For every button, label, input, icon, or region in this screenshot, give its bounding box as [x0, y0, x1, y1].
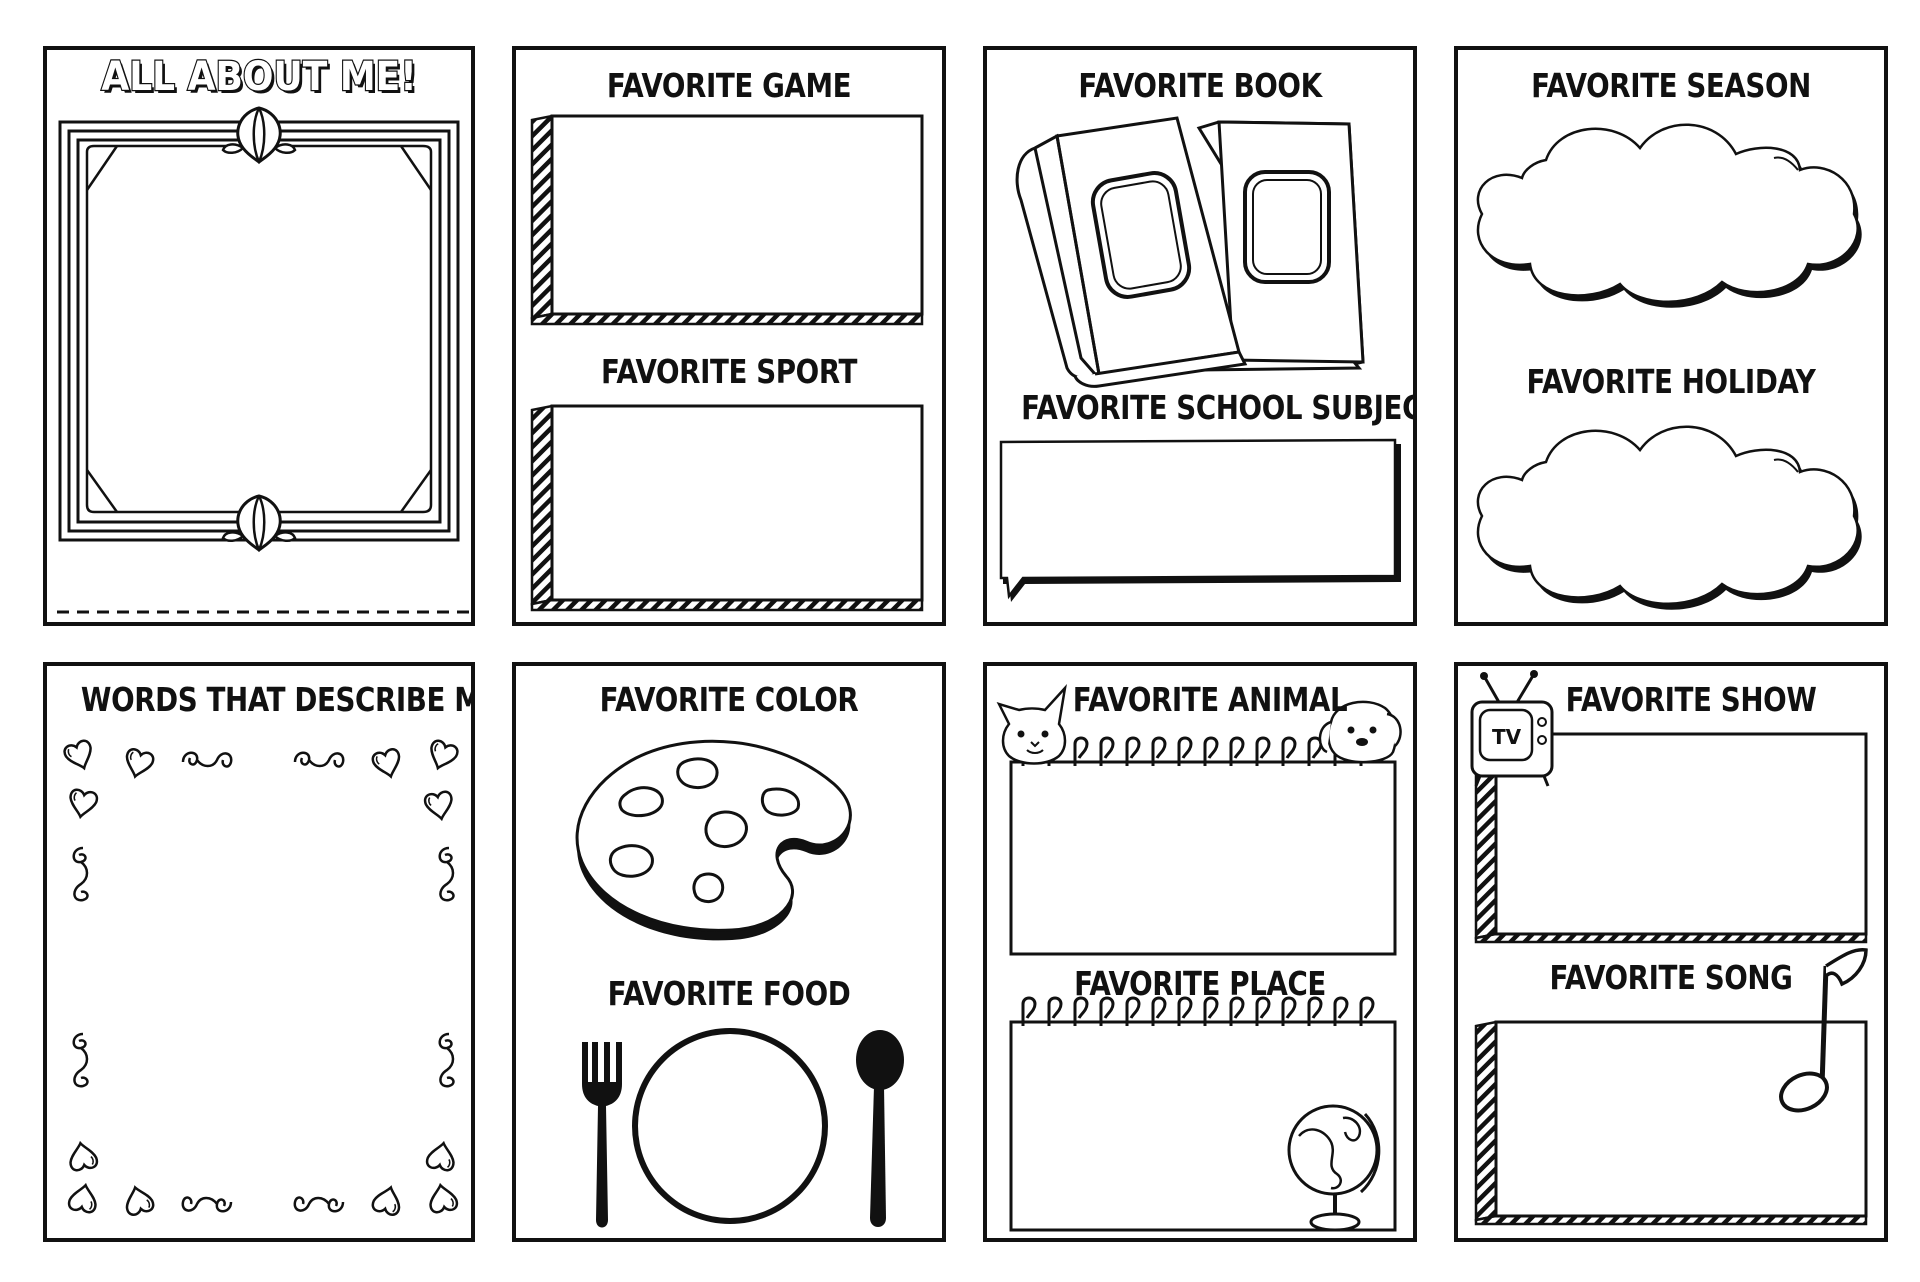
swirl-icon	[293, 751, 345, 768]
card-title-top: FAVORITE BOOK	[1078, 66, 1322, 105]
heart-icon	[422, 789, 456, 823]
spoon-icon	[856, 1030, 904, 1227]
heart-icon	[66, 787, 100, 821]
card-game-sport: FAVORITE GAME FAVORITE SPORT	[512, 46, 946, 626]
heart-icon	[61, 737, 98, 774]
swirl-icon	[72, 846, 89, 902]
swirl-icon	[438, 846, 455, 902]
cloud-icon	[1476, 123, 1862, 308]
palette-food-art	[575, 739, 904, 1228]
card-color-food: FAVORITE COLOR FAVORITE FOOD	[512, 662, 946, 1242]
heart-icon	[370, 1182, 405, 1218]
card-season-holiday: FAVORITE SEASON FAVORITE HOLIDAY	[1454, 46, 1888, 626]
card-words: WORDS THAT DESCRIBE ME	[43, 662, 475, 1242]
card-title-top: FAVORITE SEASON	[1531, 66, 1811, 105]
book-icon	[1190, 120, 1365, 372]
card-book-subject: FAVORITE BOOK FAVORITE SCHOOL SUBJECT	[983, 46, 1417, 626]
tv-screen-label: TV	[1492, 725, 1522, 749]
card-title-top: FAVORITE COLOR	[599, 680, 859, 719]
show-song-boxes: TV	[1470, 670, 1868, 1226]
heart-icon	[426, 1181, 460, 1215]
book-illustration	[999, 116, 1401, 602]
game-sport-boxes	[530, 114, 924, 612]
swirl-icon	[293, 1196, 345, 1213]
card-animal-place: FAVORITE ANIMAL FAVORITE PLACE	[983, 662, 1417, 1242]
card-title-bottom: FAVORITE SPORT	[601, 352, 857, 391]
hearts-border	[61, 737, 461, 1218]
heart-icon	[424, 1139, 458, 1173]
card-title: WORDS THAT DESCRIBE ME	[80, 680, 475, 719]
shell-ornament-icon	[221, 494, 297, 553]
swirl-icon	[72, 1032, 89, 1088]
swirl-icon	[438, 1032, 455, 1088]
notepad-boxes	[996, 684, 1402, 1232]
card-title-top: FAVORITE SHOW	[1565, 680, 1817, 719]
shell-ornament-icon	[221, 106, 297, 165]
music-note-icon	[1779, 947, 1868, 1113]
heart-icon	[370, 746, 405, 782]
swirl-icon	[181, 751, 233, 768]
book-icon	[1015, 116, 1248, 388]
dog-icon	[1318, 700, 1402, 764]
globe-icon	[1287, 1104, 1381, 1232]
card-title-bottom: FAVORITE FOOD	[607, 974, 851, 1013]
plate-icon	[632, 1028, 828, 1224]
card-title-bottom: FAVORITE SONG	[1549, 958, 1793, 997]
card-show-song: TV FAVORITE SHOW FAVORITE SONG	[1454, 662, 1888, 1242]
card-title-bottom: FAVORITE HOLIDAY	[1526, 362, 1816, 401]
card-title: ALL ABOUT ME!	[100, 53, 418, 102]
heart-icon	[121, 1182, 156, 1218]
card-title-top: FAVORITE GAME	[606, 66, 852, 105]
heart-icon	[66, 1181, 100, 1215]
tv-icon: TV	[1470, 670, 1554, 787]
photo-frame-art	[57, 106, 469, 614]
cat-icon	[996, 684, 1067, 765]
swirl-icon	[181, 1196, 233, 1213]
card-title-bottom: FAVORITE SCHOOL SUBJECT	[1021, 388, 1417, 427]
cloud-icon	[1476, 425, 1862, 610]
cloud-boxes	[1476, 123, 1862, 610]
fork-icon	[582, 1042, 622, 1228]
heart-icon	[66, 1139, 100, 1173]
paint-palette-icon	[575, 739, 852, 941]
card-title-top: FAVORITE ANIMAL	[1072, 680, 1348, 719]
heart-icon	[424, 737, 461, 774]
card-title-bottom: FAVORITE PLACE	[1074, 964, 1326, 1003]
heart-icon	[121, 746, 156, 782]
card-all-about-me: ALL ABOUT ME!	[43, 46, 475, 626]
